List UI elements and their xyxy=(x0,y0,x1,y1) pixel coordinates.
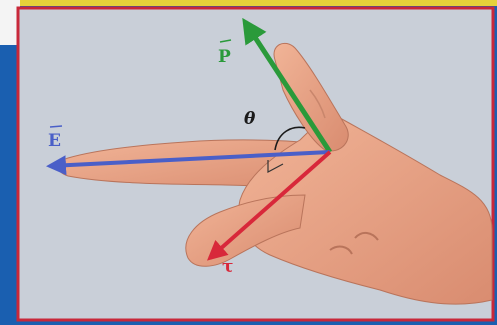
p-vector-label: P xyxy=(218,39,232,67)
e-vector-bar xyxy=(49,125,63,128)
theta-label: θ xyxy=(244,109,256,129)
svg-text:E: E xyxy=(48,131,61,151)
p-vector-bar xyxy=(219,39,232,43)
p-vector-arrow xyxy=(242,17,333,154)
svg-text:P: P xyxy=(218,47,231,67)
e-vector-arrow xyxy=(46,150,331,176)
torque-vector-label: τ xyxy=(222,257,233,277)
thumb xyxy=(273,42,349,152)
top-highlight xyxy=(0,0,497,6)
svg-text:τ: τ xyxy=(222,257,233,277)
torque-vector-arrow xyxy=(207,150,332,261)
knuckle-crease xyxy=(329,245,353,255)
theta-angle-arc xyxy=(274,126,306,151)
thumb-crease xyxy=(309,89,326,119)
top-left-white-tab xyxy=(0,0,20,45)
right-angle-marker xyxy=(267,160,284,173)
e-vector-label: E xyxy=(48,125,63,151)
knuckle-crease xyxy=(354,232,379,241)
